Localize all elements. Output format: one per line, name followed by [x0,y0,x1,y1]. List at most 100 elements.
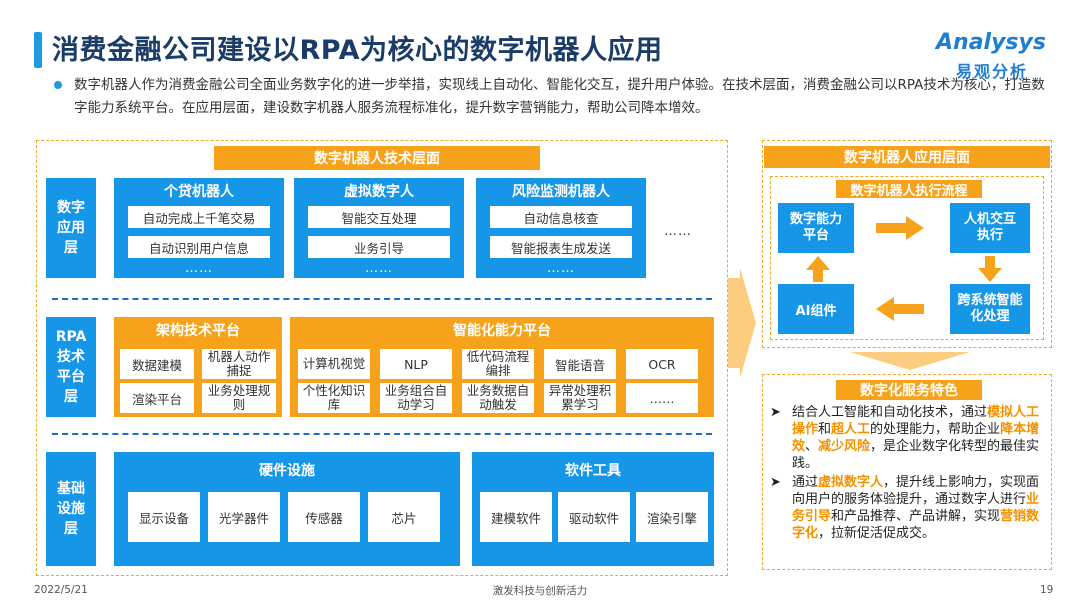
tech-layer-title: 数字机器人技术层面 [214,146,540,170]
ability-item: 低代码流程编排 [462,349,534,379]
feature-text: 通过虚拟数字人，提升线上影响力，实现面向用户的服务体验提升，通过数字人进行业务引… [792,474,1048,542]
big-right-arrow-icon [728,268,756,378]
intro-paragraph: 数字机器人作为消费金融公司全面业务数字化的进一步举措，实现线上自动化、智能化交互… [74,77,1045,116]
robot-card-item: 自动信息核查 [490,206,632,228]
app-layer-frame [762,140,1052,348]
platform-item: 业务处理规则 [202,383,276,413]
software-title: 软件工具 [565,463,621,479]
layer-separator [52,298,712,300]
arrow-bullet-icon: ➤ [770,475,781,490]
ability-item: 智能语音 [544,349,616,379]
logo-english: Analysys [936,30,1046,55]
robot-card-virtual-human: 虚拟数字人 智能交互处理 业务引导 …… [294,178,464,278]
arrow-down-icon [978,256,1002,282]
features-frame [762,374,1052,570]
highlight-text: 减少风险 [818,439,871,454]
platform-item: 渲染平台 [120,383,194,413]
feature-text-segment: ，是企业数字化转型的最佳实践。 [792,439,1040,471]
software-item: 渲染引擎 [636,492,708,542]
feature-text-segment: 和 [818,422,832,437]
features-title: 数字化服务特色 [836,380,982,400]
arrow-right-icon [876,216,924,240]
footer-slogan: 激发科技与创新活力 [492,584,588,597]
hardware-item: 光学器件 [208,492,280,542]
hardware-title: 硬件设施 [259,463,315,479]
robot-card-title: 个贷机器人 [164,184,234,200]
layer-separator [52,433,712,435]
flow-step-interaction: 人机交互执行 [950,203,1030,253]
feature-text-segment: ，拉新促活促成交。 [818,526,936,541]
ability-platform-card: 智能化能力平台 计算机视觉 NLP 低代码流程编排 智能语音 OCR 个性化知识… [290,317,714,417]
robot-card-item: 业务引导 [308,236,450,258]
robot-card-loan: 个贷机器人 自动完成上千笔交易 自动识别用户信息 …… [114,178,284,278]
more-ellipsis: …… [547,260,575,276]
flow-step-ai: AI组件 [778,284,854,334]
arrow-up-icon [806,256,830,282]
highlight-text: 业务引导 [792,492,1040,524]
arch-platform-title: 架构技术平台 [156,323,240,339]
ability-item: …… [626,383,698,413]
robot-card-title: 风险监测机器人 [512,184,610,200]
ability-item: NLP [380,349,452,379]
feature-text: 结合人工智能和自动化技术，通过模拟人工操作和超人工的处理能力，帮助企业降本增效、… [792,404,1048,472]
feature-text-segment: 的处理能力，帮助企业 [870,422,1001,437]
software-item: 驱动软件 [558,492,630,542]
more-ellipsis: …… [185,260,213,276]
arrow-bullet-icon: ➤ [770,405,781,420]
page-number: 19 [1040,584,1054,596]
feature-text-segment: 结合人工智能和自动化技术，通过 [792,405,988,420]
flow-frame [770,176,1044,340]
hardware-card: 硬件设施 显示设备 光学器件 传感器 芯片 [114,452,460,566]
robot-card-item: 自动完成上千笔交易 [128,206,270,228]
robot-card-risk-monitor: 风险监测机器人 自动信息核查 智能报表生成发送 …… [476,178,646,278]
feature-text-segment: 通过 [792,475,819,490]
down-chevron-icon [850,352,970,370]
software-card: 软件工具 建模软件 驱动软件 渲染引擎 [472,452,714,566]
flow-step-platform: 数字能力平台 [778,203,854,253]
ability-item: 异常处理积累学习 [544,383,616,413]
robot-card-item: 自动识别用户信息 [128,236,270,258]
feature-item: ➤ 通过虚拟数字人，提升线上影响力，实现面向用户的服务体验提升，通过数字人进行业… [770,474,1048,542]
tech-layer-frame [36,140,728,576]
feature-text-segment: 和产品推荐、产品讲解，实现 [831,509,1001,524]
flow-step-cross-system: 跨系统智能化处理 [950,284,1030,334]
ability-item: 业务组合自动学习 [380,383,452,413]
feature-item: ➤ 结合人工智能和自动化技术，通过模拟人工操作和超人工的处理能力，帮助企业降本增… [770,404,1048,472]
footer-date: 2022/5/21 [34,584,88,596]
arch-platform-card: 架构技术平台 数据建模 机器人动作捕捉 渲染平台 业务处理规则 [114,317,282,417]
robot-card-item: 智能交互处理 [308,206,450,228]
feature-text-segment: 、 [805,439,819,454]
software-item: 建模软件 [480,492,552,542]
highlight-text: 降本增效 [792,422,1040,454]
arrow-left-icon [876,297,924,321]
page-title: 消费金融公司建设以RPA为核心的数字机器人应用 [52,35,663,66]
platform-item: 数据建模 [120,349,194,379]
ability-item: 计算机视觉 [298,349,370,379]
app-layer-label: 数字 应用 层 [46,178,96,278]
app-layer-title: 数字机器人应用层面 [764,146,1050,168]
ability-platform-title: 智能化能力平台 [453,323,551,339]
infra-layer-label: 基础 设施 层 [46,452,96,566]
robot-card-item: 智能报表生成发送 [490,236,632,258]
more-ellipsis: …… [365,260,393,276]
logo-chinese: 易观分析 [956,62,1029,81]
analysys-logo: Analysys 易观分析 [936,30,1066,81]
title-accent-bar [34,32,42,68]
hardware-item: 显示设备 [128,492,200,542]
bullet-dot [54,81,62,89]
ability-item: OCR [626,349,698,379]
highlight-text: 营销数字化 [792,509,1040,541]
ability-item: 业务数据自动触发 [462,383,534,413]
hardware-item: 芯片 [368,492,440,542]
flow-title: 数字机器人执行流程 [836,180,982,199]
rpa-layer-label: RPA 技术 平台 层 [46,317,96,417]
highlight-text: 模拟人工操作 [792,405,1040,437]
platform-item: 机器人动作捕捉 [202,349,276,379]
highlight-text: 超人工 [831,422,871,437]
ability-item: 个性化知识库 [298,383,370,413]
more-ellipsis: …… [664,223,692,239]
robot-card-title: 虚拟数字人 [344,184,414,200]
feature-text-segment: ，提升线上影响力，实现面向用户的服务体验提升，通过数字人进行 [792,475,1040,507]
highlight-text: 虚拟数字人 [818,475,884,490]
hardware-item: 传感器 [288,492,360,542]
